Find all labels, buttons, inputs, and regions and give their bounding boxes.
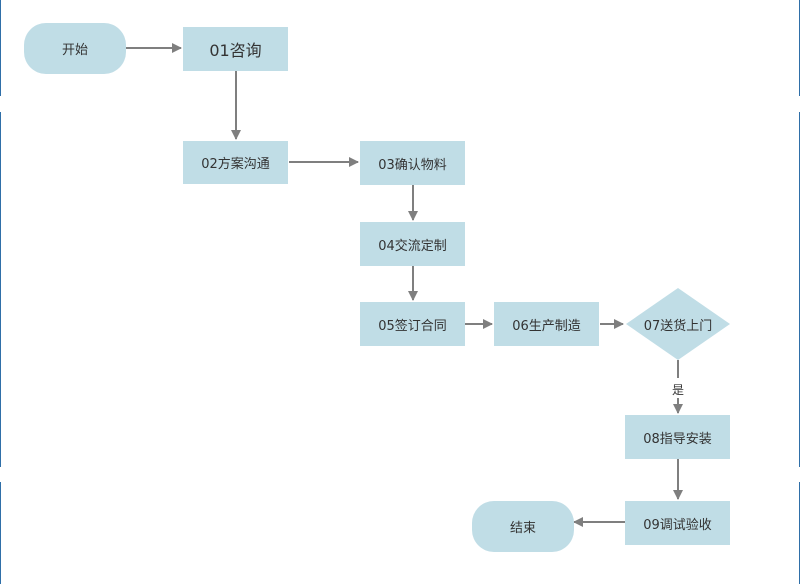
step-05-sign-contract: 05签订合同 xyxy=(360,302,465,346)
frame-edge-right-middle xyxy=(799,112,800,467)
frame-edge-left-top xyxy=(0,0,1,96)
step-08-installation-guidance: 08指导安装 xyxy=(625,415,730,459)
step-09-commissioning-acceptance: 09调试验收 xyxy=(625,501,730,545)
end-node: 结束 xyxy=(472,501,574,552)
step-07-delivery: 07送货上门 xyxy=(643,318,713,334)
step-03-confirm-materials: 03确认物料 xyxy=(360,141,465,185)
frame-edge-left-middle xyxy=(0,112,1,467)
step-06-manufacturing: 06生产制造 xyxy=(494,302,599,346)
frame-edge-left-bottom xyxy=(0,482,1,584)
decision-yes-label: 是 xyxy=(672,383,685,397)
frame-edge-right-bottom xyxy=(799,482,800,584)
step-04-customization: 04交流定制 xyxy=(360,222,465,266)
start-node: 开始 xyxy=(24,23,126,74)
step-02-plan-communication: 02方案沟通 xyxy=(183,141,288,184)
decision-diamond-shape xyxy=(626,288,730,360)
step-01-consult: 01咨询 xyxy=(183,27,288,71)
frame-edge-right-top xyxy=(799,0,800,96)
